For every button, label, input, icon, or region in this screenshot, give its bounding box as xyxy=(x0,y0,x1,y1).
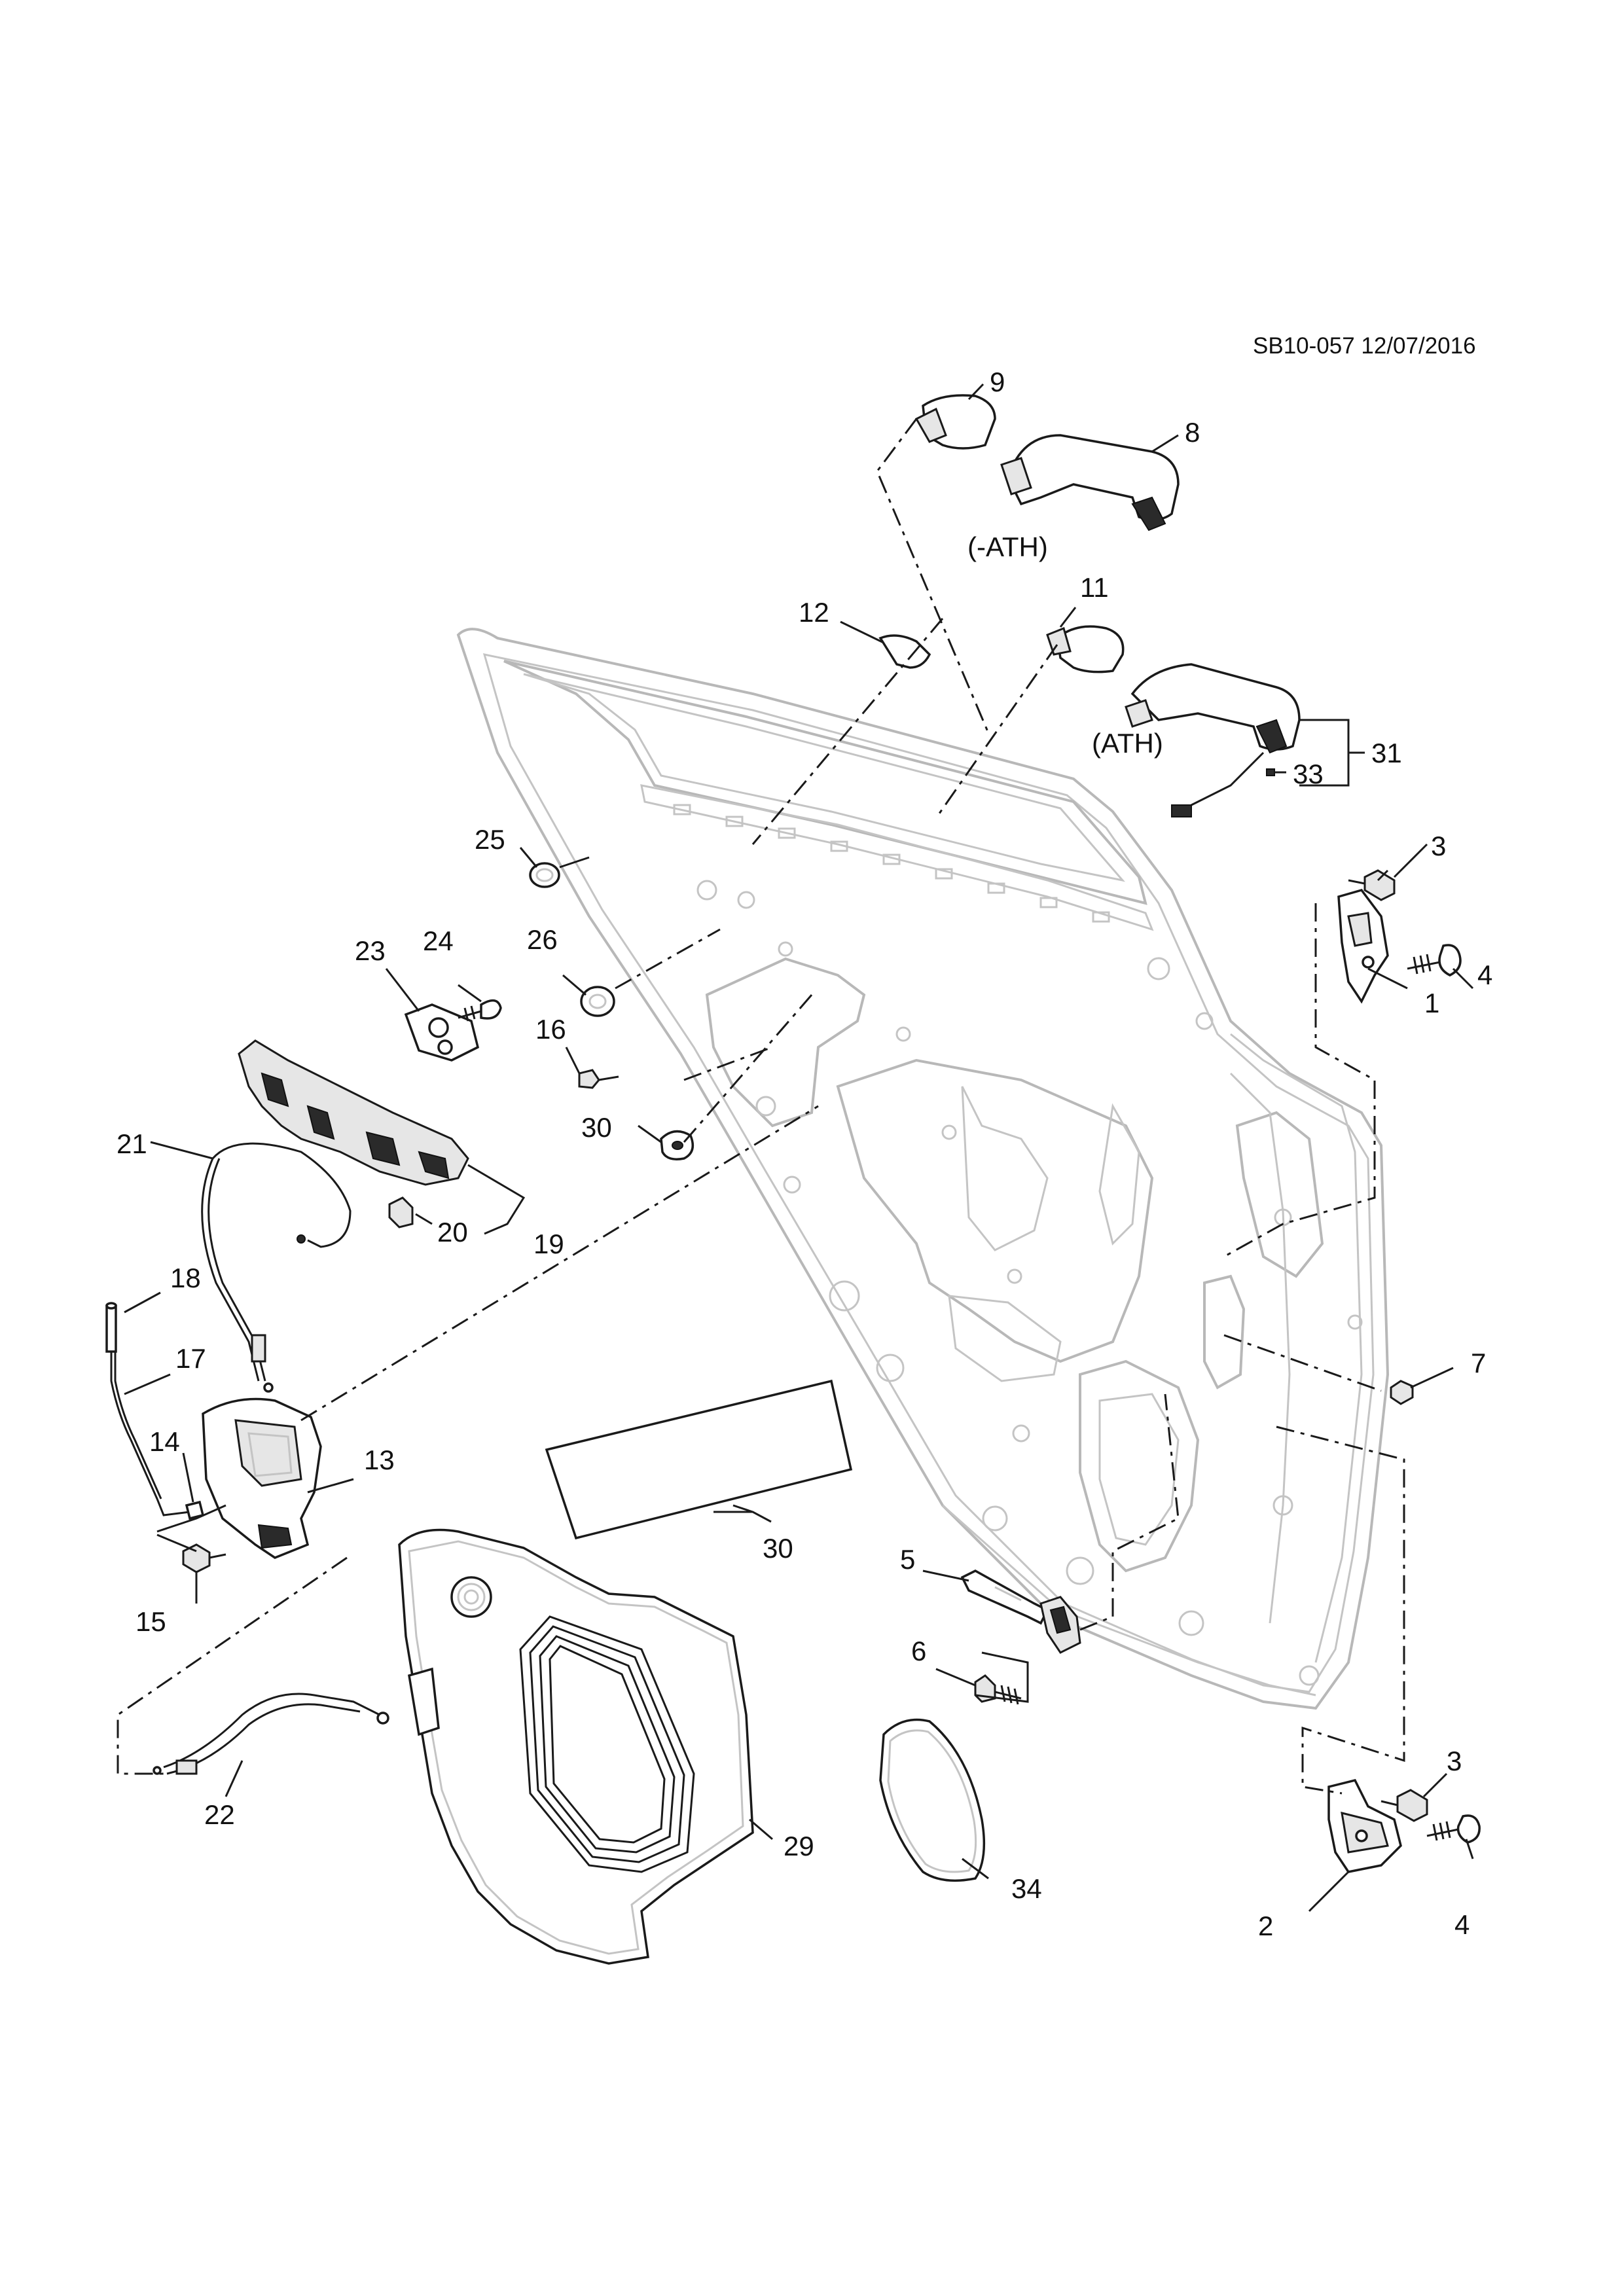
cable-part-21 xyxy=(201,1142,352,1393)
callout-31: 31 xyxy=(1371,738,1402,768)
callout-24: 24 xyxy=(423,925,454,956)
bolt-part-4-upper xyxy=(1407,944,1462,977)
grommet-part-30 xyxy=(660,1130,695,1160)
callout-21: 21 xyxy=(117,1128,147,1159)
bolt-part-3-upper xyxy=(1348,869,1396,901)
lower-hinge-part-2 xyxy=(1327,1778,1402,1873)
callout-11: 11 xyxy=(1080,572,1109,603)
lock-rod-part-17 xyxy=(110,1352,190,1516)
callout-1: 1 xyxy=(1424,988,1439,1018)
bolt-part-4-lower xyxy=(1426,1814,1481,1844)
inside-handle-part-19 xyxy=(238,1039,469,1186)
door-latch-part-13 xyxy=(202,1397,322,1559)
door-check-link-part-5 xyxy=(960,1570,1081,1654)
callout-30-grommet: 30 xyxy=(581,1112,612,1143)
door-inner-panel xyxy=(456,628,1390,1710)
leader-lines xyxy=(124,383,1474,1912)
callout-9: 9 xyxy=(990,367,1005,397)
note-with-ath: (ATH) xyxy=(1092,728,1163,759)
callout-7: 7 xyxy=(1471,1348,1486,1378)
callout-25: 25 xyxy=(475,824,505,855)
callout-4-lower: 4 xyxy=(1454,1909,1470,1940)
screw-part-15 xyxy=(182,1543,226,1573)
callout-23: 23 xyxy=(355,935,386,966)
callout-12: 12 xyxy=(799,597,829,628)
plug-part-26 xyxy=(580,986,615,1017)
callout-33: 33 xyxy=(1293,759,1324,789)
upper-hinge-part-1 xyxy=(1337,888,1389,1004)
screw-part-33 xyxy=(1266,768,1286,776)
bolt-part-3-lower xyxy=(1380,1789,1428,1822)
callout-6: 6 xyxy=(911,1636,926,1666)
handle-cap-part-11 xyxy=(1046,625,1125,673)
callout-16: 16 xyxy=(535,1014,566,1045)
callout-5: 5 xyxy=(900,1544,915,1575)
lock-rod-knob-part-18 xyxy=(105,1302,117,1353)
wiring-harness-part-22 xyxy=(153,1693,389,1775)
drawing-code: SB10-057 12/07/2016 xyxy=(1253,333,1476,359)
handle-cap-part-9 xyxy=(914,394,996,450)
callout-18: 18 xyxy=(170,1263,201,1293)
screw-part-16 xyxy=(578,1069,619,1089)
bracket-part-12 xyxy=(878,634,931,669)
callout-17: 17 xyxy=(175,1343,206,1374)
callout-8: 8 xyxy=(1185,417,1200,448)
callout-2: 2 xyxy=(1258,1910,1273,1941)
callout-22: 22 xyxy=(204,1799,235,1830)
clip-part-20 xyxy=(388,1196,414,1229)
note-without-ath: (-ATH) xyxy=(967,531,1048,562)
callout-26: 26 xyxy=(527,924,558,955)
water-deflector-part-29 xyxy=(398,1528,754,1965)
callout-3-upper: 3 xyxy=(1431,831,1446,861)
callout-15: 15 xyxy=(135,1606,166,1637)
plug-part-25 xyxy=(529,862,560,888)
speaker-gasket-part-34 xyxy=(879,1718,986,1882)
callout-34: 34 xyxy=(1011,1873,1042,1904)
outside-handle-part-8 xyxy=(1000,434,1180,531)
callout-numbers: 9 8 12 11 31 33 3 1 4 25 26 23 24 16 30 … xyxy=(117,367,1492,1941)
callout-14: 14 xyxy=(149,1426,180,1457)
callout-29: 29 xyxy=(784,1831,814,1861)
nut-part-7 xyxy=(1390,1380,1414,1405)
callout-19: 19 xyxy=(533,1229,564,1259)
callout-13: 13 xyxy=(364,1444,395,1475)
door-check-part-23 xyxy=(404,1003,480,1062)
outside-handle-part-31 xyxy=(1125,663,1301,817)
callout-30-label: 30 xyxy=(763,1533,793,1564)
callout-4-upper: 4 xyxy=(1477,960,1492,990)
label-part-30 xyxy=(545,1379,853,1540)
assembly-lines xyxy=(117,418,1405,1795)
bolt-part-24 xyxy=(458,999,502,1022)
callout-3-lower: 3 xyxy=(1447,1746,1462,1776)
callout-20: 20 xyxy=(437,1217,468,1247)
